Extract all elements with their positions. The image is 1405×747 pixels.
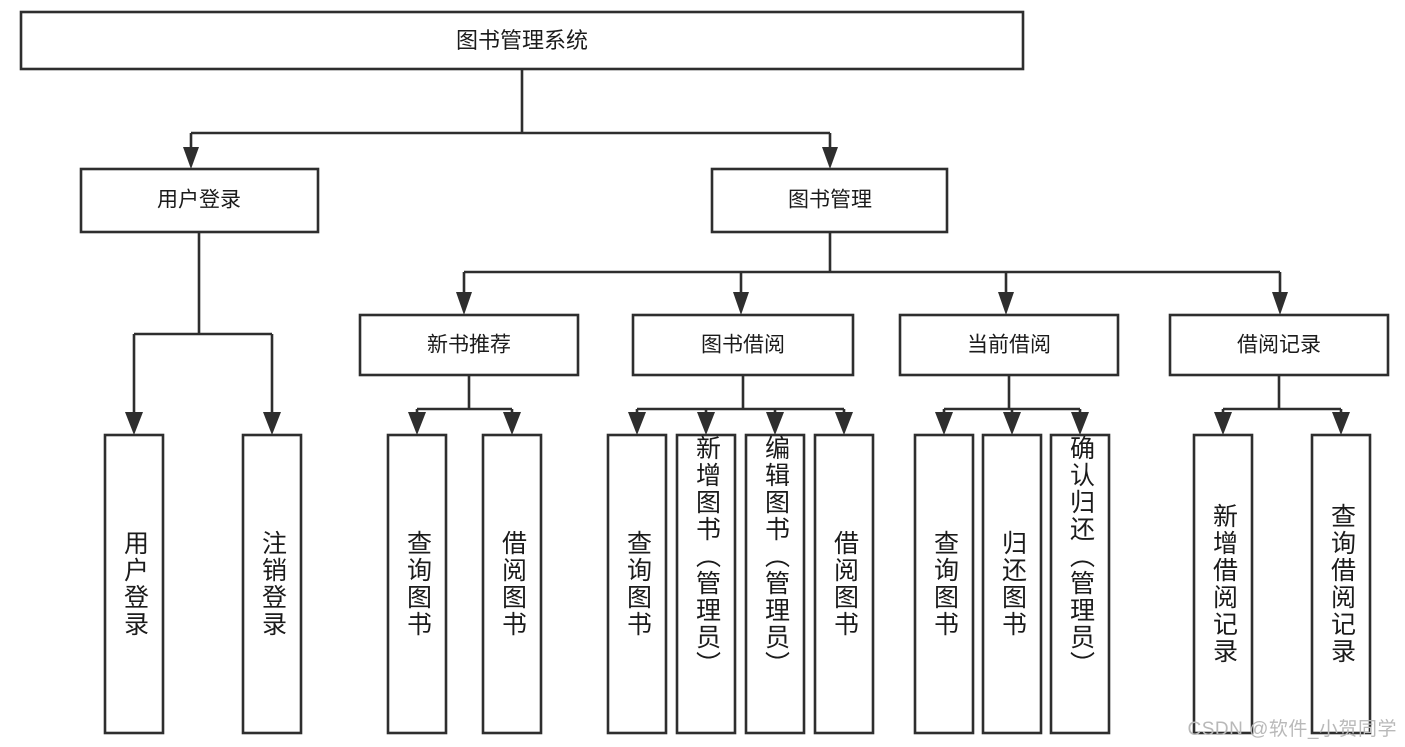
- arrowhead-leaf-logout: [263, 412, 281, 435]
- arrowhead-current-leaf3: [1071, 412, 1089, 435]
- node-current-borrow-label: 当前借阅: [967, 334, 1051, 357]
- leaf-borrow-2[interactable]: [675, 433, 737, 735]
- node-book-borrow-label: 图书借阅: [701, 334, 785, 357]
- node-borrow-record-label: 借阅记录: [1237, 334, 1321, 357]
- arrowhead-borrow-leaf3: [766, 412, 784, 435]
- leaf-borrow-1[interactable]: [606, 433, 668, 735]
- leaf-borrow-3[interactable]: [744, 433, 806, 735]
- leaf-recommend-2[interactable]: [481, 433, 543, 735]
- node-current-borrow[interactable]: [898, 313, 1120, 377]
- arrowhead-book-borrow: [733, 292, 749, 315]
- leaf-user-login-1[interactable]: [103, 433, 165, 735]
- arrowhead-recommend-leaf2: [503, 412, 521, 435]
- node-root-book-management-system[interactable]: [19, 10, 1025, 71]
- arrowhead-borrow-leaf2: [697, 412, 715, 435]
- leaf-record-2[interactable]: [1310, 433, 1372, 735]
- arrowhead-borrow-record: [1272, 292, 1288, 315]
- arrowhead-current-leaf2: [1003, 412, 1021, 435]
- arrowhead-borrow-leaf1: [628, 412, 646, 435]
- arrowhead-book-mgmt: [822, 147, 838, 169]
- leaf-current-2[interactable]: [981, 433, 1043, 735]
- node-boxes-layer: 图书管理系统 用户登录 图书管理 新书推荐 图书借阅 当前借阅 借阅记录: [19, 10, 1390, 735]
- node-book-management[interactable]: [710, 167, 949, 234]
- node-user-login-label: 用户登录: [157, 189, 241, 212]
- leaf-borrow-4[interactable]: [813, 433, 875, 735]
- node-user-login[interactable]: [79, 167, 320, 234]
- node-new-book-recommend-label: 新书推荐: [427, 334, 511, 357]
- node-root-label: 图书管理系统: [456, 28, 588, 53]
- leaf-user-login-2[interactable]: [241, 433, 303, 735]
- arrowhead-user-login: [183, 147, 199, 169]
- arrowhead-current-borrow: [998, 292, 1014, 315]
- arrowhead-record-leaf2: [1332, 412, 1350, 435]
- leaf-recommend-1[interactable]: [386, 433, 448, 735]
- arrowhead-current-leaf1: [935, 412, 953, 435]
- arrowhead-recommend-leaf1: [408, 412, 426, 435]
- leaf-record-1[interactable]: [1192, 433, 1254, 735]
- arrowhead-borrow-leaf4: [835, 412, 853, 435]
- leaf-current-3[interactable]: [1049, 433, 1111, 735]
- leaf-current-1[interactable]: [913, 433, 975, 735]
- node-new-book-recommend[interactable]: [358, 313, 580, 377]
- arrowhead-record-leaf1: [1214, 412, 1232, 435]
- node-book-borrow[interactable]: [631, 313, 855, 377]
- node-borrow-record[interactable]: [1168, 313, 1390, 377]
- connectors-layer: [125, 69, 1350, 435]
- arrowhead-new-book-recommend: [456, 292, 472, 315]
- watermark-text: CSDN @软件_小贺同学: [1187, 719, 1397, 740]
- arrowhead-leaf-user-login: [125, 412, 143, 435]
- node-book-management-label: 图书管理: [788, 189, 872, 212]
